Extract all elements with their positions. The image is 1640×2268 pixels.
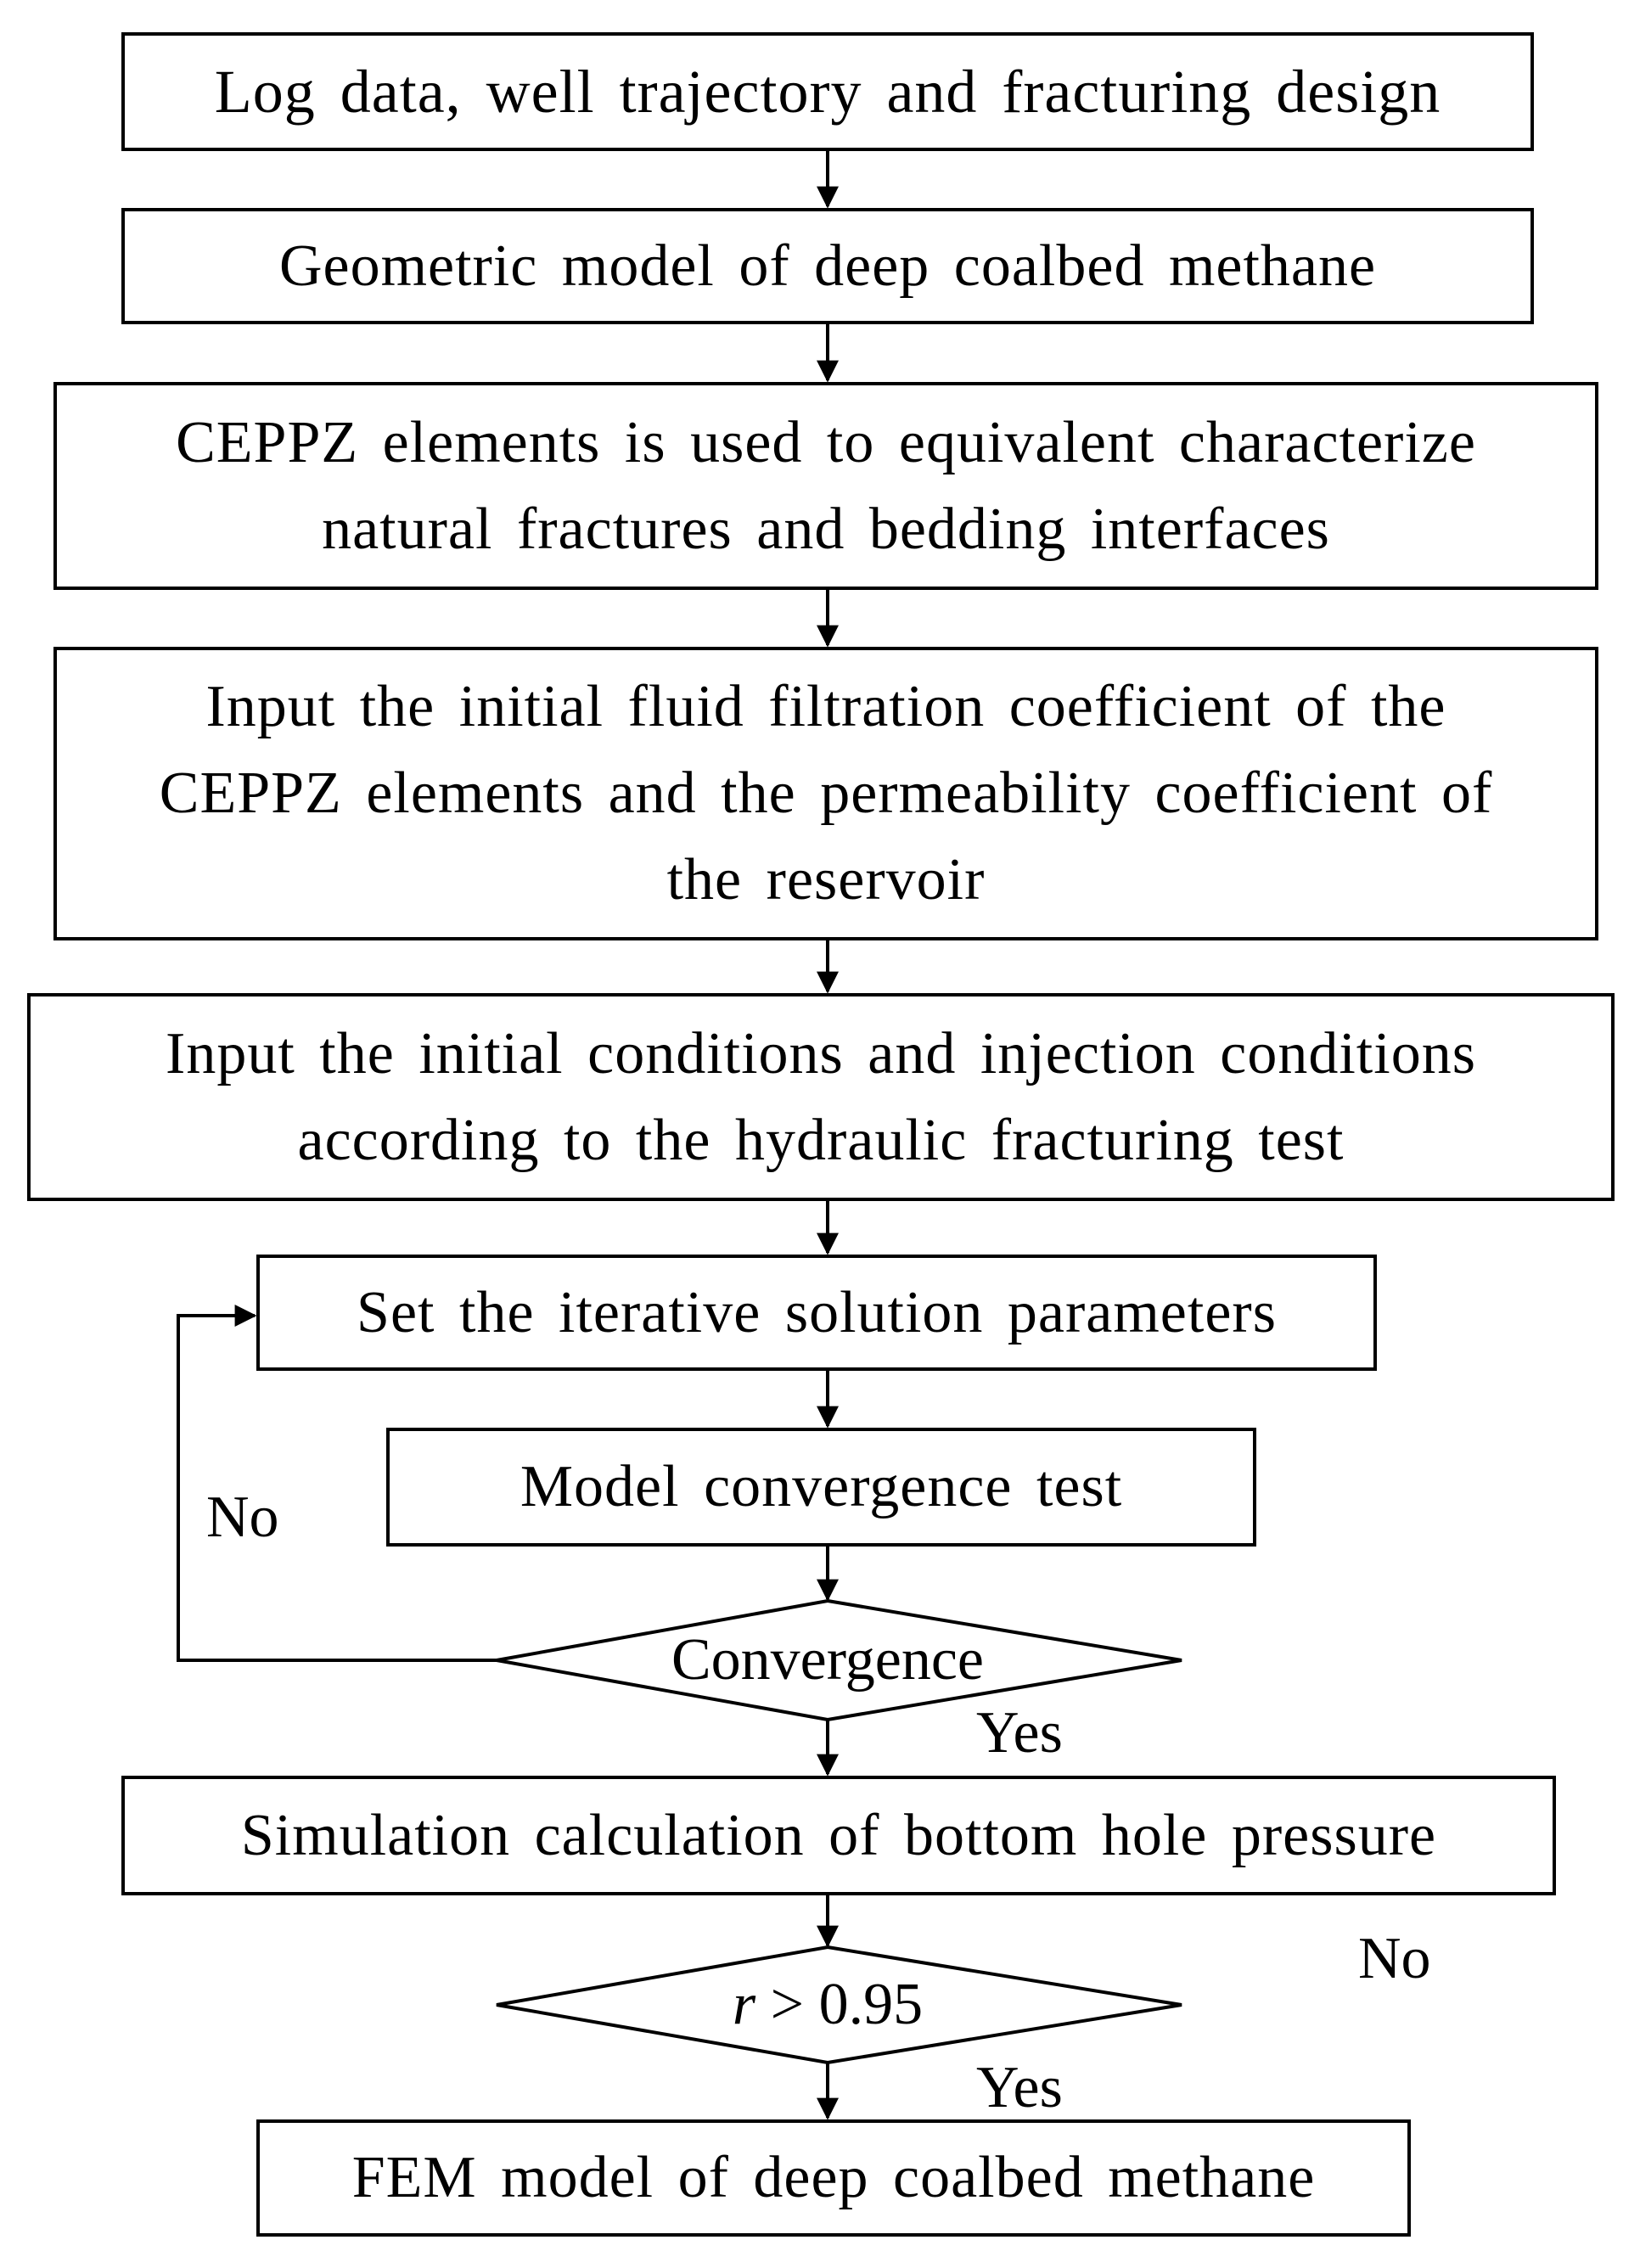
decision-r-variable: r — [732, 1972, 756, 2037]
step-log-data-label: Log data, well trajectory and fracturing… — [214, 58, 1441, 126]
step-input-conditions: Input the initial conditions and injecti… — [27, 993, 1615, 1201]
step-set-iterative-label: Set the iterative solution parameters — [357, 1279, 1277, 1345]
loop-back-connector — [177, 1305, 497, 1662]
decision-r-threshold: > 0.95 — [755, 1972, 924, 2037]
decision-convergence-label: Convergence — [671, 1627, 984, 1693]
step-log-data: Log data, well trajectory and fracturing… — [121, 32, 1534, 151]
step-fem-model-label: FEM model of deep coalbed methane — [351, 2145, 1316, 2210]
decision-r-shape — [496, 1945, 1182, 2065]
step-geometric-model: Geometric model of deep coalbed methane — [121, 208, 1534, 324]
step-input-filtration-label: Input the initial fluid filtration coeff… — [159, 674, 1493, 912]
step-input-conditions-label: Input the initial conditions and injecti… — [166, 1020, 1476, 1173]
step-simulation-label: Simulation calculation of bottom hole pr… — [240, 1802, 1437, 1868]
step-ceppz-elements: CEPPZ elements is used to equivalent cha… — [53, 382, 1598, 590]
label-yes-r: Yes — [976, 2055, 1063, 2120]
label-no-r: No — [1358, 1926, 1431, 1991]
step-input-filtration: Input the initial fluid filtration coeff… — [53, 647, 1598, 940]
step-fem-model: FEM model of deep coalbed methane — [256, 2119, 1411, 2237]
label-no-convergence: No — [206, 1485, 279, 1550]
decision-convergence-shape — [496, 1598, 1182, 1722]
decision-r-label: r > 0.95 — [645, 1971, 1010, 2039]
step-ceppz-elements-label: CEPPZ elements is used to equivalent cha… — [176, 409, 1476, 562]
step-simulation: Simulation calculation of bottom hole pr… — [121, 1776, 1556, 1895]
step-model-convergence-label: Model convergence test — [520, 1454, 1123, 1519]
step-model-convergence: Model convergence test — [386, 1428, 1256, 1547]
label-yes-convergence: Yes — [976, 1700, 1063, 1766]
step-set-iterative: Set the iterative solution parameters — [256, 1255, 1377, 1371]
step-geometric-model-label: Geometric model of deep coalbed methane — [278, 233, 1377, 299]
